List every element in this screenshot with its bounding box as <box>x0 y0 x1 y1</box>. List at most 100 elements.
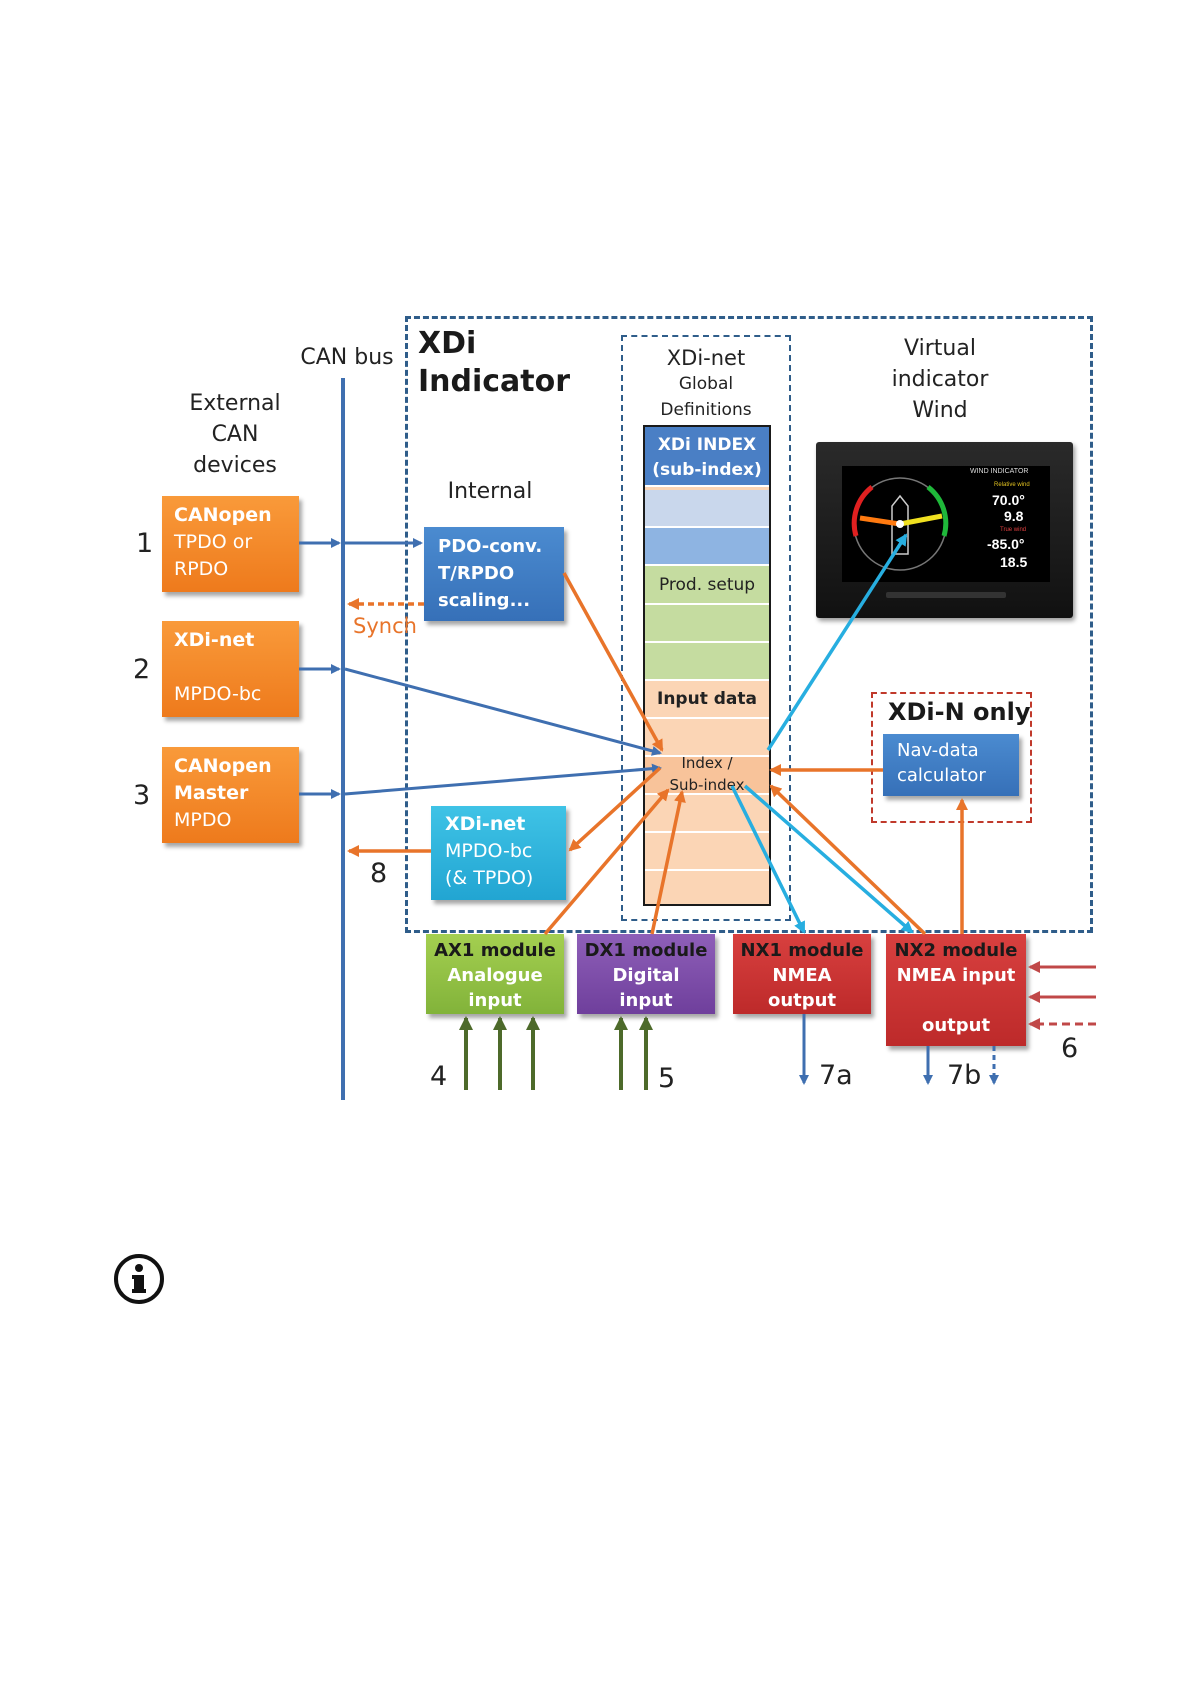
number-7a: 7a <box>819 1060 853 1091</box>
index-cell-blue <box>645 528 769 566</box>
global-title: XDi-net <box>666 346 746 370</box>
xdi-index-table: XDi INDEX (sub-index) Prod. setup Input … <box>643 425 771 906</box>
global-sub: Global <box>678 374 734 394</box>
index-cell-light-blue <box>645 490 769 528</box>
wind-indicator-display: WIND INDICATOR Relative wind 70.0° 9.8 T… <box>816 442 1073 618</box>
module-spacer <box>892 988 1020 1013</box>
index-line: Index / <box>681 754 733 772</box>
device-line: MPDO-bc <box>174 683 262 705</box>
can-bus-line <box>341 378 345 1100</box>
virtual-line: indicator <box>891 367 989 392</box>
mpdo-line: (& TPDO) <box>445 867 534 889</box>
number-7b: 7b <box>947 1060 982 1091</box>
true-wind-angle: -85.0° <box>987 536 1025 552</box>
canopen-master-device[interactable]: CANopen Master MPDO <box>162 747 299 843</box>
device-spacer <box>174 654 287 681</box>
external-label-line: devices <box>193 453 277 478</box>
number-4: 4 <box>430 1061 448 1092</box>
green-arrows <box>459 1016 653 1090</box>
module-title: AX1 module <box>434 940 556 961</box>
module-title: NX2 module <box>894 940 1018 961</box>
index-line: Sub-index <box>669 776 745 794</box>
true-wind-speed: 18.5 <box>1000 554 1028 570</box>
prod-setup-label: Prod. setup <box>658 575 756 595</box>
external-can-devices-label: External CAN devices <box>170 388 300 481</box>
indicator-title-line: Indicator <box>418 364 571 399</box>
info-icon-graphic <box>114 1254 164 1304</box>
index-cell-input-data <box>645 681 769 719</box>
index-cell-peach <box>645 795 769 833</box>
module-line: output <box>921 1015 991 1036</box>
xdi-title: XDi Indicator <box>418 325 570 401</box>
number-8: 8 <box>370 858 388 889</box>
pdo-line: scaling... <box>438 590 531 611</box>
external-label-line: CAN <box>211 422 259 447</box>
virtual-line: Wind <box>912 398 968 423</box>
device-title: CANopen <box>174 504 272 526</box>
xdinet-mpdo-box[interactable]: XDi-net MPDO-bc (& TPDO) <box>431 806 566 900</box>
pdo-conversion-box[interactable]: PDO-conv. T/RPDO scaling... <box>424 527 564 621</box>
nav-line: Nav-data <box>897 740 979 761</box>
internal-label: Internal <box>447 479 533 504</box>
external-label-line: External <box>189 391 281 416</box>
nx1-module[interactable]: NX1 module NMEA output <box>733 934 871 1014</box>
device-line: MPDO <box>174 809 232 831</box>
global-definitions-title: XDi-net Global Definitions <box>636 345 776 423</box>
mpdo-line: MPDO-bc <box>445 840 533 862</box>
index-sub-index-label: Index / Sub-index <box>645 752 769 796</box>
wind-title: WIND INDICATOR <box>970 468 1029 475</box>
module-line: input <box>619 990 673 1011</box>
index-header <box>645 427 769 487</box>
index-header-line: XDi INDEX <box>657 435 757 455</box>
index-header-text: XDi INDEX (sub-index) <box>645 433 769 483</box>
index-header-line: (sub-index) <box>652 460 762 480</box>
canopen-tpdo-device[interactable]: CANopen TPDO or RPDO <box>162 496 299 592</box>
module-line: Digital <box>612 965 680 986</box>
number-6: 6 <box>1061 1033 1079 1064</box>
index-cell-peach <box>645 833 769 871</box>
nav-line: calculator <box>897 765 986 786</box>
module-title: NX1 module <box>740 940 864 961</box>
mpdo-line: XDi-net <box>445 813 526 835</box>
index-cell-green <box>645 643 769 681</box>
number-2: 2 <box>133 654 151 685</box>
pdo-line: PDO-conv. <box>438 536 543 557</box>
xdinet-mpdo-device[interactable]: XDi-net MPDO-bc <box>162 621 299 717</box>
number-1: 1 <box>136 528 154 559</box>
rel-wind-speed: 9.8 <box>1004 508 1024 524</box>
global-sub: Definitions <box>660 400 752 420</box>
nx2-module[interactable]: NX2 module NMEA input output <box>886 934 1026 1046</box>
true-wind-label: True wind <box>1000 527 1027 533</box>
index-cell-green <box>645 605 769 643</box>
virtual-indicator-label: Virtual indicator Wind <box>870 333 1010 426</box>
device-line: Master <box>174 782 249 804</box>
module-title: DX1 module <box>584 940 708 961</box>
device-title: XDi-net <box>174 629 255 651</box>
module-line: input <box>468 990 522 1011</box>
synch-label: Synch <box>353 614 417 638</box>
ax1-module[interactable]: AX1 module Analogue input <box>426 934 564 1014</box>
nav-data-calculator-box[interactable]: Nav-data calculator <box>883 734 1019 796</box>
info-icon <box>113 1253 165 1305</box>
wind-screen: WIND INDICATOR Relative wind 70.0° 9.8 T… <box>842 466 1050 582</box>
xdin-only-title: XDi-N only <box>888 698 1031 726</box>
device-line: TPDO or <box>174 531 253 553</box>
display-button-strip <box>886 592 1006 598</box>
device-line: RPDO <box>174 558 229 580</box>
rel-wind-angle: 70.0° <box>992 492 1025 508</box>
module-line: Analogue <box>447 965 543 986</box>
red-arrows <box>1028 961 1096 1030</box>
rel-wind-label: Relative wind <box>994 482 1030 488</box>
xdi-title-line: XDi <box>418 326 477 361</box>
device-title: CANopen <box>174 755 272 777</box>
number-3: 3 <box>133 780 151 811</box>
dx1-module[interactable]: DX1 module Digital input <box>577 934 715 1014</box>
index-cell-prod-setup <box>645 566 769 605</box>
can-bus-label: CAN bus <box>300 345 394 370</box>
number-5: 5 <box>658 1063 676 1094</box>
module-line: output <box>767 990 837 1011</box>
input-data-label: Input data <box>657 689 757 709</box>
xdin-only-container <box>871 692 1032 823</box>
virtual-line: Virtual <box>904 336 976 361</box>
module-line: NMEA input <box>896 965 1016 986</box>
